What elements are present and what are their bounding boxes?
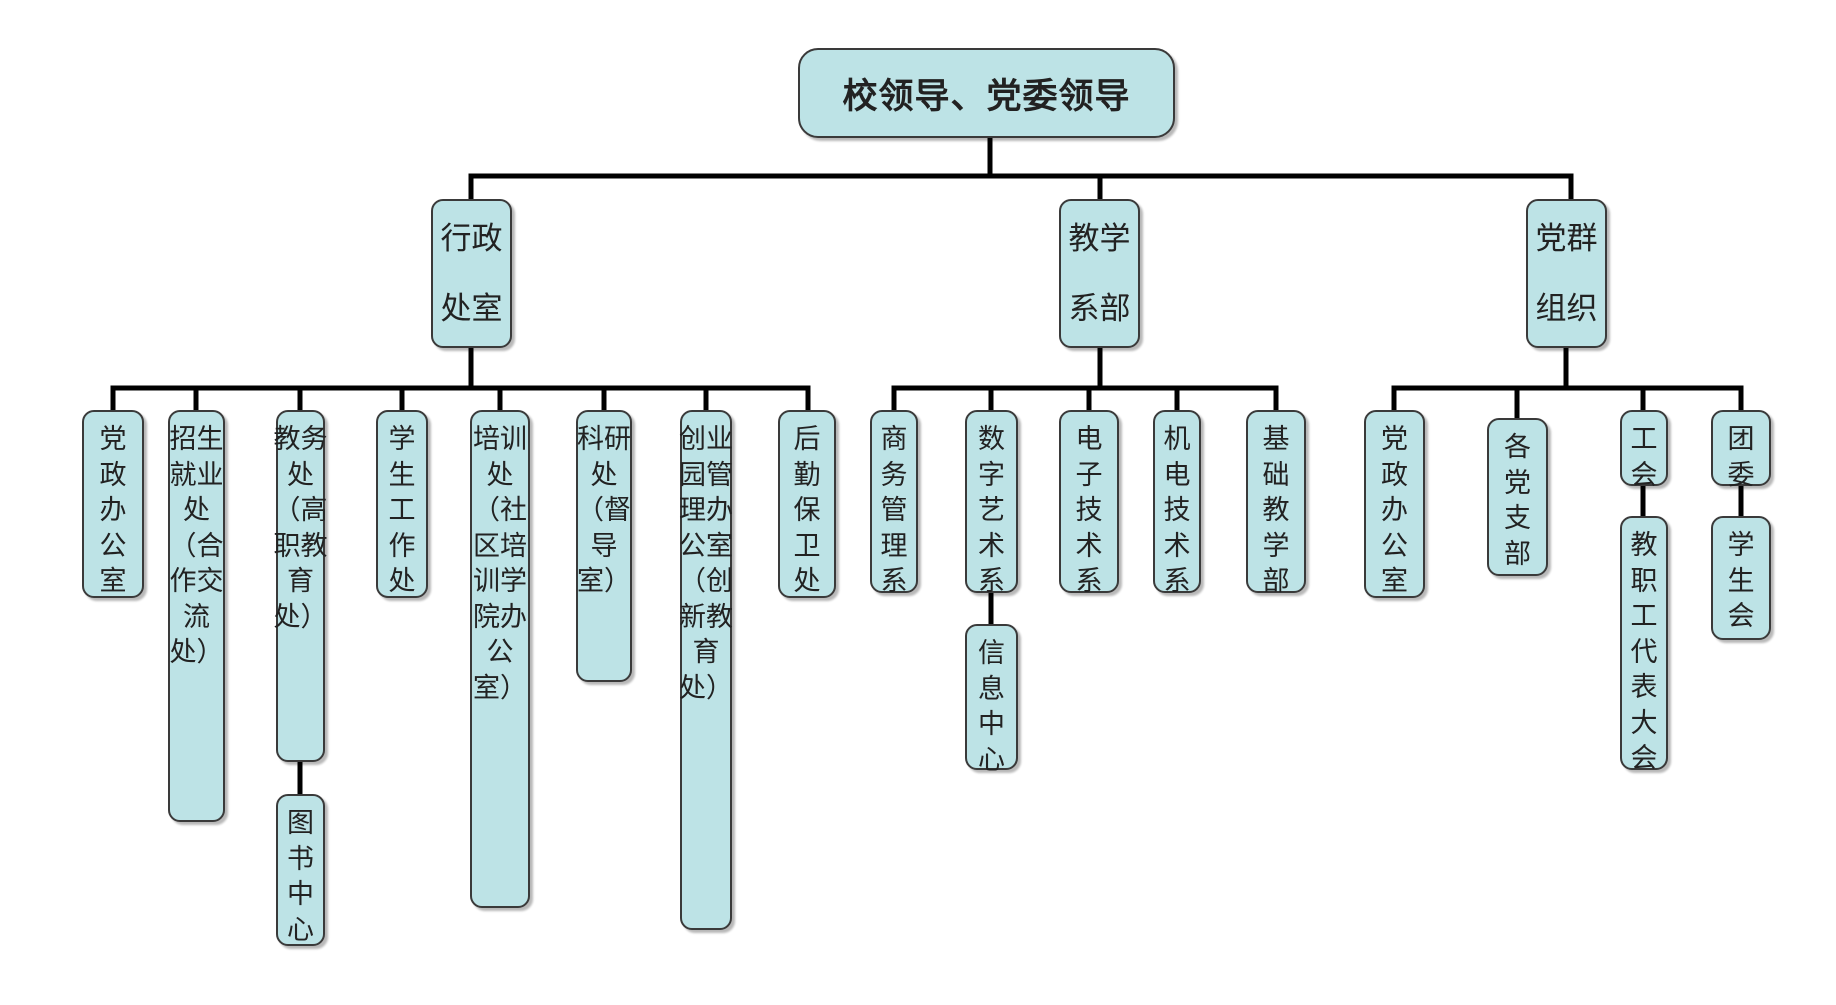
party-unit-branches: 各党支部 — [1487, 418, 1548, 576]
admin-unit-student-affairs: 学生工作处 — [376, 410, 428, 598]
category-admin: 行政处室 — [431, 199, 512, 348]
teaching-unit-info-center: 信息中心 — [965, 624, 1018, 776]
party-unit-party-office: 党政办公室 — [1364, 410, 1425, 598]
teaching-unit-digital-art: 数字艺术系 — [965, 410, 1018, 597]
admin-unit-logistics: 后勤保卫处 — [778, 410, 836, 598]
party-unit-youth-league: 团委 — [1711, 410, 1771, 491]
teaching-unit-foundation: 基础教学部 — [1246, 410, 1306, 597]
admin-unit-training: 培训处（社区培训学院办公室） — [470, 410, 530, 908]
admin-unit-party-office: 党政办公室 — [82, 410, 144, 598]
teaching-unit-business: 商务管理系 — [870, 410, 918, 597]
category-party: 党群组织 — [1526, 199, 1607, 348]
party-unit-trade-union: 工会 — [1620, 410, 1668, 491]
root-node: 校领导、党委领导 — [798, 48, 1175, 138]
teaching-unit-mechatronics: 机电技术系 — [1153, 410, 1201, 597]
admin-unit-library-center: 图书中心 — [276, 794, 325, 946]
admin-unit-research: 科研处（督导室） — [576, 410, 632, 682]
admin-unit-academic-affairs: 教务处（高职教育处） — [274, 410, 328, 762]
party-unit-student-union: 学生会 — [1711, 516, 1771, 640]
category-teaching: 教学系部 — [1059, 199, 1140, 348]
admin-unit-admissions: 招生就业处（合作交流处） — [168, 410, 225, 822]
teaching-unit-electronics: 电子技术系 — [1059, 410, 1119, 597]
admin-unit-entrepreneurship: 创业园管理办公室（创新教育处） — [679, 410, 733, 930]
party-unit-staff-congress: 教职工代表大会 — [1620, 516, 1668, 774]
